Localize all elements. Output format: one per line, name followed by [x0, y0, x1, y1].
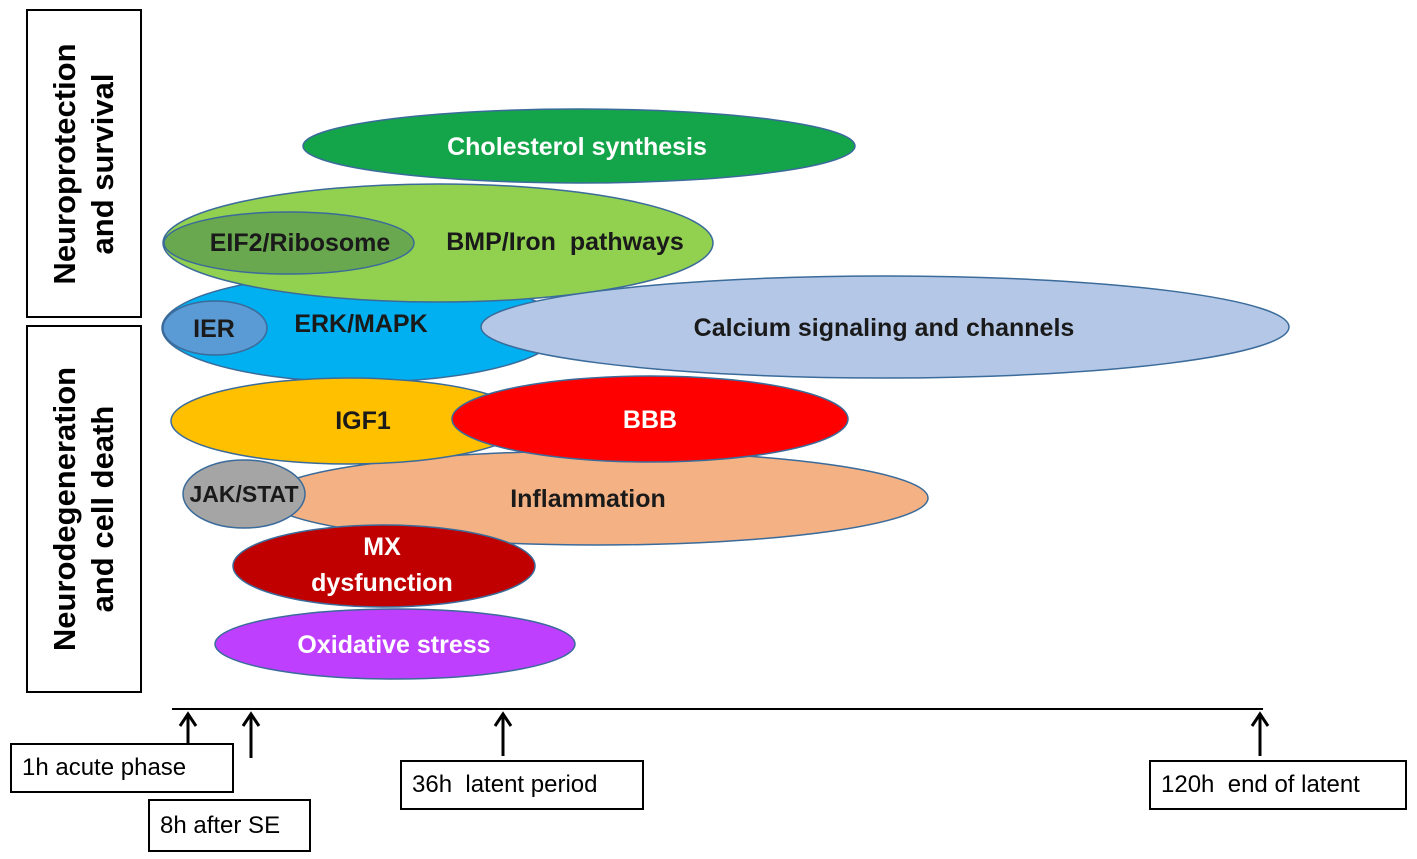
- timepoint-8h-label: 8h after SE: [160, 811, 281, 839]
- cholesterol-label: Cholesterol synthesis: [447, 133, 707, 161]
- eif2-ellipse: [163, 211, 415, 275]
- ier-label: IER: [193, 315, 235, 343]
- bmp-iron-label: BMP/Iron pathways: [446, 228, 684, 256]
- timepoint-120h-label: 120h end of latent: [1161, 771, 1360, 798]
- arrow-up-icon: [493, 711, 513, 756]
- timepoint-120h: 120h end of latent: [1149, 760, 1407, 810]
- eif2-label: EIF2/Ribosome: [210, 229, 391, 257]
- bbb-label: BBB: [623, 406, 677, 434]
- mx-ellipse: [232, 524, 536, 608]
- timepoint-36h-label: 36h latent period: [412, 771, 598, 798]
- inflammation-label: Inflammation: [510, 485, 666, 513]
- bbb-ellipse: [451, 375, 849, 463]
- neurodegeneration-box: Neurodegeneration and cell death: [26, 325, 142, 693]
- mx-label-line2: dysfunction: [311, 569, 453, 597]
- igf1-label: IGF1: [335, 407, 391, 435]
- calcium-ellipse: [480, 275, 1290, 379]
- timepoint-8h: 8h after SE: [148, 799, 311, 852]
- arrow-up-icon: [241, 711, 261, 758]
- mx-label-line1: MX: [363, 533, 401, 561]
- erk-mapk-label: ERK/MAPK: [294, 310, 427, 338]
- ier-ellipse: [162, 300, 268, 356]
- timepoint-1h: 1h acute phase: [10, 743, 234, 793]
- timepoint-36h: 36h latent period: [400, 760, 644, 810]
- calcium-label: Calcium signaling and channels: [694, 314, 1075, 342]
- oxidative-ellipse: [214, 608, 576, 680]
- jak-stat-label: JAK/STAT: [189, 481, 298, 507]
- jak-stat-ellipse: [182, 459, 306, 529]
- neuroprotection-box: Neuroprotection and survival: [26, 9, 142, 318]
- arrow-up-icon: [1250, 711, 1270, 756]
- cholesterol-ellipse: [302, 108, 856, 184]
- timepoint-1h-label: 1h acute phase: [22, 754, 187, 781]
- oxidative-label: Oxidative stress: [297, 631, 490, 659]
